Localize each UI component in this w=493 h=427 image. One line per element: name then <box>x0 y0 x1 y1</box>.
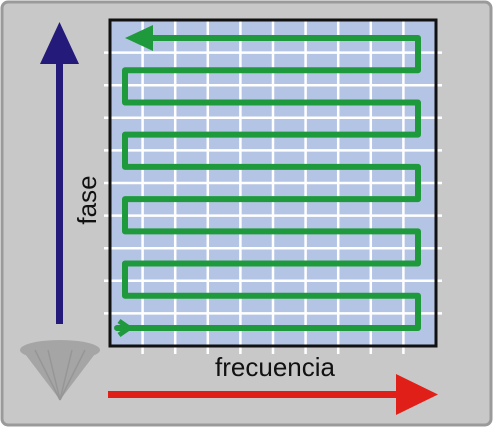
y-arrow-head <box>40 22 79 64</box>
k-space-grid <box>104 18 442 354</box>
scan-path-line <box>114 35 421 331</box>
grid-border <box>108 18 438 348</box>
x-axis-arrow <box>108 374 438 415</box>
x-axis-label: frecuencia <box>215 352 335 382</box>
logo-line-2 <box>47 349 61 401</box>
scan-start-arrowhead <box>117 318 134 338</box>
x-arrow-head <box>396 374 438 415</box>
diamond-parachute-logo-icon <box>20 340 100 401</box>
scan-path <box>114 25 421 338</box>
scan-end-arrowhead <box>125 25 153 51</box>
x-arrow-shaft <box>108 391 408 398</box>
logo-line-3 <box>59 349 73 401</box>
logo-line-1 <box>34 349 61 401</box>
logo-line-4 <box>59 349 86 401</box>
y-arrow-shaft <box>56 52 63 324</box>
y-axis-label: fase <box>72 175 102 224</box>
y-axis-arrow <box>40 22 79 324</box>
